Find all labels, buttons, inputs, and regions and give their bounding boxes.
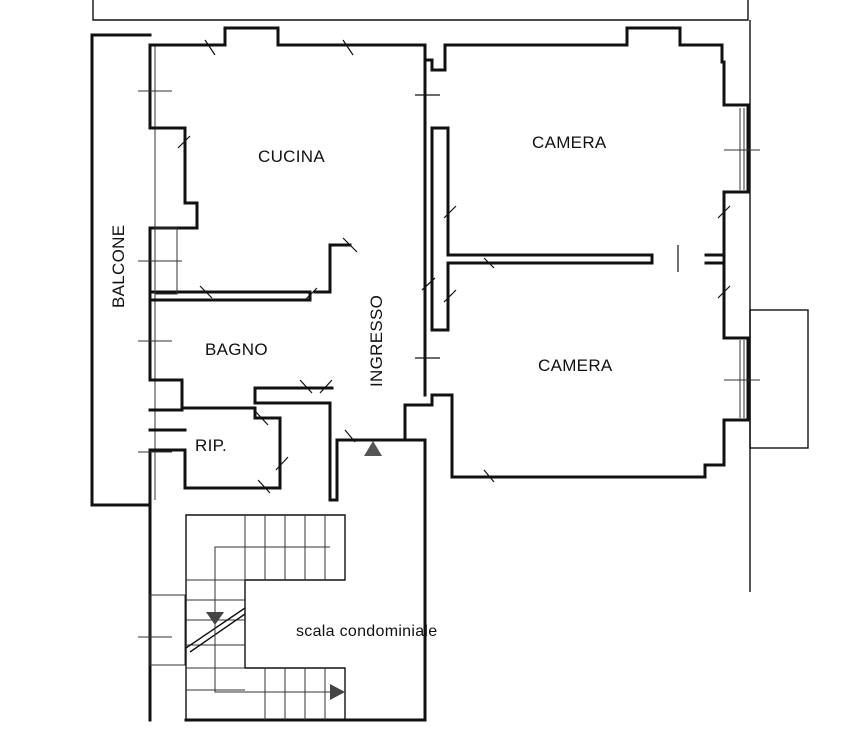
- room-label-camera-bottom: CAMERA: [538, 356, 613, 375]
- external-box: [749, 309, 809, 449]
- stair-label: scala condominiale: [296, 623, 438, 640]
- windows: [138, 90, 760, 666]
- room-label-cucina: CUCINA: [258, 147, 325, 166]
- room-label-ingresso: INGRESSO: [367, 294, 386, 387]
- room-label-balcone: BALCONE: [109, 224, 128, 308]
- room-label-bagno: BAGNO: [205, 340, 268, 359]
- interior-walls: [148, 43, 726, 722]
- room-label-ripostiglio: RIP.: [195, 436, 228, 455]
- entrance-arrow: [364, 441, 382, 456]
- property-boundary: [92, 0, 751, 592]
- room-label-camera-top: CAMERA: [532, 133, 607, 152]
- door-ticks: [177, 39, 731, 494]
- staircase: [185, 514, 346, 720]
